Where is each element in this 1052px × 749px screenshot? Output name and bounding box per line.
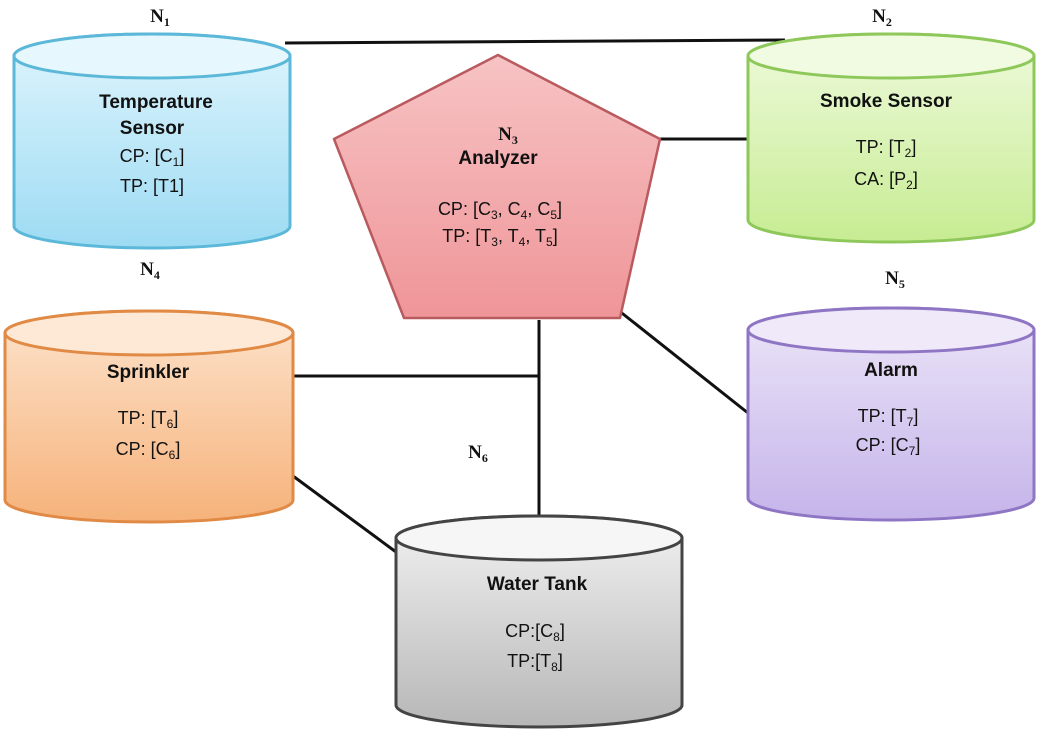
node-label-n4: N4 bbox=[140, 259, 160, 282]
sprinkler-node: Sprinkler TP: [T6] CP: [C6] bbox=[3, 309, 295, 524]
alarm-tp: TP: [T7] bbox=[858, 406, 919, 429]
connector-analyzer-alarm bbox=[617, 308, 749, 415]
alarm-node: Alarm TP: [T7] CP: [C7] bbox=[746, 306, 1036, 522]
smoke-ca: CA: [P2] bbox=[854, 169, 918, 192]
connector-sprinkler-tank bbox=[292, 474, 397, 554]
water-tank-top bbox=[394, 514, 684, 562]
water-tank-tp: TP:[T8] bbox=[507, 651, 563, 674]
analyzer-title: Analyzer bbox=[458, 148, 538, 169]
node-label-n6: N6 bbox=[468, 442, 488, 465]
smoke-sensor-top bbox=[746, 32, 1036, 80]
node-label-n1: N1 bbox=[150, 6, 170, 29]
smoke-title: Smoke Sensor bbox=[820, 91, 953, 112]
sprinkler-tp: TP: [T6] bbox=[118, 408, 179, 431]
alarm-top bbox=[746, 306, 1036, 354]
analyzer-node: N3 Analyzer CP: [C3, C4, C5] TP: [T3, T4… bbox=[332, 53, 662, 320]
temperature-title-2: Sensor bbox=[120, 118, 185, 139]
node-label-n2: N2 bbox=[872, 6, 892, 29]
temperature-cp: CP: [C1] bbox=[120, 146, 185, 169]
sprinkler-cp: CP: [C6] bbox=[116, 439, 181, 462]
water-tank-title: Water Tank bbox=[487, 574, 588, 595]
connectors bbox=[284, 38, 786, 554]
analyzer-tp: TP: [T3, T4, T5] bbox=[442, 226, 557, 249]
alarm-title: Alarm bbox=[864, 360, 918, 381]
alarm-cp: CP: [C7] bbox=[856, 435, 921, 458]
temperature-tp: TP: [T1] bbox=[120, 176, 184, 196]
node-label-n5: N5 bbox=[885, 268, 905, 291]
temperature-title-1: Temperature bbox=[99, 92, 213, 113]
analyzer-cp: CP: [C3, C4, C5] bbox=[438, 199, 562, 222]
connector-temperature-smoke bbox=[284, 38, 786, 45]
water-tank-node: Water Tank CP:[C8] TP:[T8] bbox=[394, 514, 684, 729]
temperature-sensor-top bbox=[12, 32, 292, 80]
analyzer-node-label: N3 bbox=[498, 124, 518, 147]
sprinkler-top bbox=[3, 309, 295, 357]
sprinkler-title: Sprinkler bbox=[107, 362, 190, 383]
smoke-tp: TP: [T2] bbox=[856, 137, 917, 160]
temperature-sensor-node: Temperature Sensor CP: [C1] TP: [T1] bbox=[12, 32, 292, 250]
water-tank-cp: CP:[C8] bbox=[505, 621, 565, 644]
smoke-sensor-node: Smoke Sensor TP: [T2] CA: [P2] bbox=[746, 32, 1036, 244]
analyzer-pentagon bbox=[332, 53, 662, 320]
